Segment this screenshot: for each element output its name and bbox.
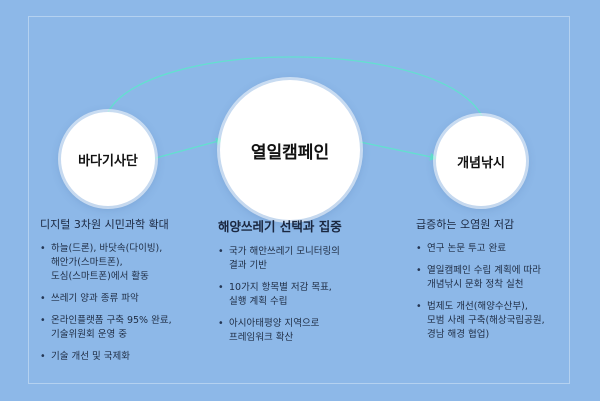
- column-right: 급증하는 오염원 저감 연구 논문 투고 완료 열일캠페인 수립 계획에 따라 …: [416, 216, 596, 350]
- arrow-center-to-right: [359, 141, 438, 161]
- column-left: 디지털 3차원 시민과학 확대 하늘(드론), 바닷속(다이빙), 해안가(스마…: [40, 216, 220, 372]
- bullet-item: 쓰레기 양과 종류 파악: [40, 292, 220, 306]
- node-label: 개념낚시: [457, 155, 505, 171]
- node-yeolil-campaign: 열일캠페인: [220, 80, 360, 220]
- bullet-item: 10가지 항목별 저감 목표, 실행 계획 수립: [218, 281, 398, 309]
- bullet-list: 하늘(드론), 바닷속(다이빙), 해안가(스마트폰), 도심(스마트폰)에서 …: [40, 242, 220, 364]
- node-label: 바다기사단: [78, 153, 138, 169]
- bullet-item: 기술 개선 및 국제화: [40, 350, 220, 364]
- bullet-item: 연구 논문 투고 완료: [416, 242, 596, 256]
- node-gaenyeom-naksi: 개념낚시: [436, 116, 526, 206]
- column-heading: 급증하는 오염원 저감: [416, 218, 515, 231]
- bullet-item: 하늘(드론), 바닷속(다이빙), 해안가(스마트폰), 도심(스마트폰)에서 …: [40, 242, 220, 284]
- node-bada-gisadan: 바다기사단: [61, 112, 155, 206]
- bullet-list: 연구 논문 투고 완료 열일캠페인 수립 계획에 따라 개념낚시 문화 정착 실…: [416, 242, 596, 342]
- bullet-item: 온라인플랫폼 구축 95% 완료, 기술위원회 운영 중: [40, 314, 220, 342]
- bullet-item: 열일캠페인 수립 계획에 따라 개념낚시 문화 정착 실천: [416, 264, 596, 292]
- arc-connector: [107, 56, 483, 117]
- arrow-left-to-center: [151, 137, 224, 160]
- bullet-list: 국가 해안쓰레기 모니터링의 결과 기반 10가지 항목별 저감 목표, 실행 …: [218, 245, 398, 345]
- column-heading: 해양쓰레기 선택과 집중: [218, 219, 342, 234]
- bullet-item: 법제도 개선(해양수산부), 모범 사례 구축(해상국립공원, 경남 해경 협업…: [416, 300, 596, 342]
- bullet-item: 국가 해안쓰레기 모니터링의 결과 기반: [218, 245, 398, 273]
- column-center: 해양쓰레기 선택과 집중 국가 해안쓰레기 모니터링의 결과 기반 10가지 항…: [218, 216, 398, 353]
- bullet-item: 아시아태평양 지역으로 프레임워크 확산: [218, 317, 398, 345]
- column-heading: 디지털 3차원 시민과학 확대: [40, 218, 169, 231]
- node-label: 열일캠페인: [250, 142, 330, 163]
